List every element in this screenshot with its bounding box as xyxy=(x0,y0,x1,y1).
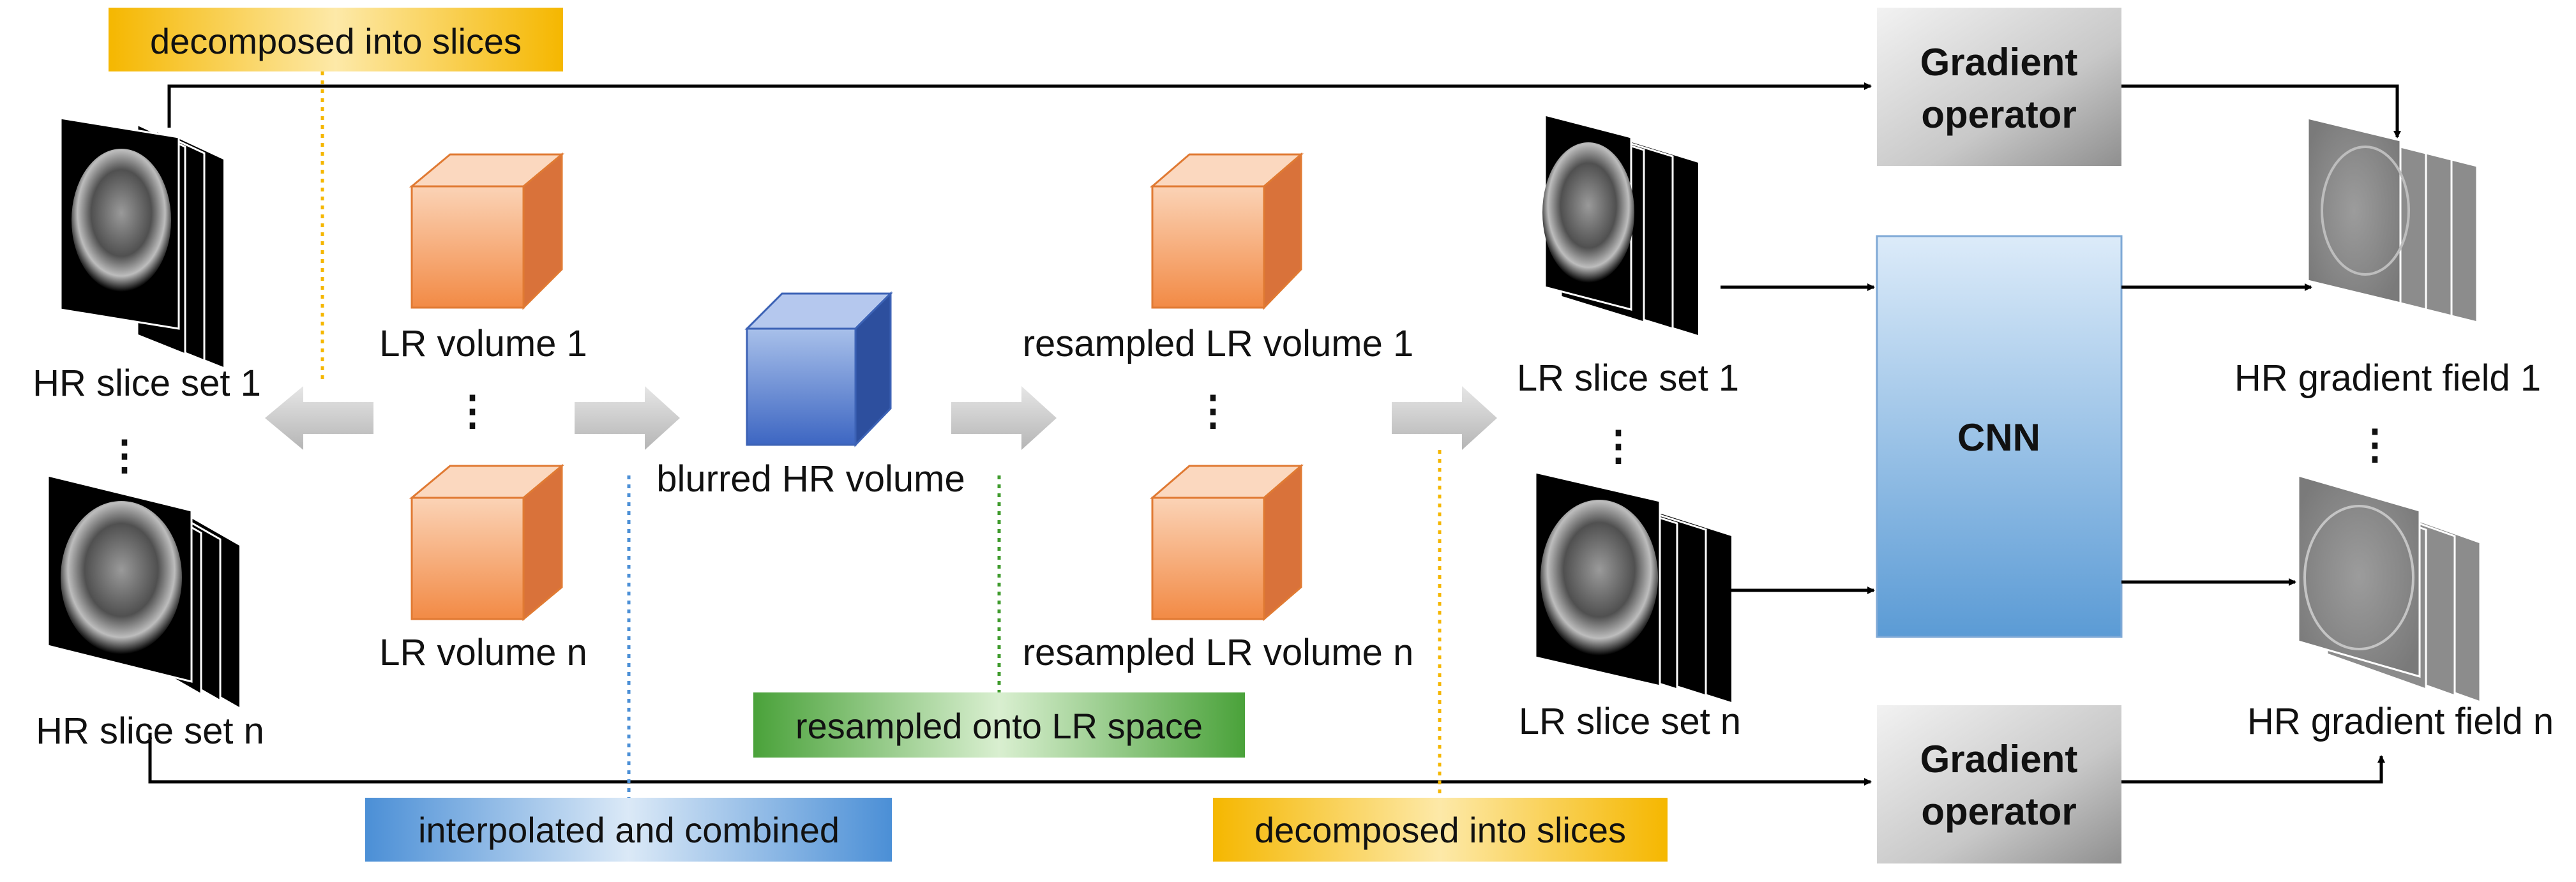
lr-slice-stack-1 xyxy=(1542,114,1698,335)
lr-volume-n-cube xyxy=(409,463,565,622)
callout-resample-text: resampled onto LR space xyxy=(795,706,1203,746)
ellipsis-resampled: ⋮ xyxy=(1193,387,1233,433)
lr-volume-1-cube xyxy=(409,152,565,310)
resampled-lr-volume-n-label: resampled LR volume n xyxy=(1023,632,1414,673)
brain-image xyxy=(72,149,171,292)
gradient-operator-top-line2: operator xyxy=(1921,93,2076,136)
gradient-operator-top-line1: Gradient xyxy=(1920,41,2078,84)
hr-gradient-field-stack-1 xyxy=(2307,117,2478,324)
block-arrow-right-3 xyxy=(1392,386,1497,450)
lr-slice-set-n-label: LR slice set n xyxy=(1519,701,1741,742)
hr-gradient-field-1-label: HR gradient field 1 xyxy=(2234,357,2541,399)
ellipsis-lr-slice: ⋮ xyxy=(1598,422,1639,468)
lr-volume-n-label: LR volume n xyxy=(379,632,587,673)
callout-decompose-bottom-text: decomposed into slices xyxy=(1254,810,1626,850)
blurred-hr-volume-label: blurred HR volume xyxy=(656,458,965,500)
block-arrow-right-1 xyxy=(575,386,680,450)
arrow-gradop-top-out xyxy=(2121,84,2401,138)
ellipsis-hr: ⋮ xyxy=(104,432,145,478)
hr-slice-stack-1 xyxy=(59,117,223,367)
lr-slice-stack-n xyxy=(1534,471,1731,702)
brain-image xyxy=(1540,500,1658,655)
ellipsis-hr-gradient: ⋮ xyxy=(2354,421,2395,467)
connector-top xyxy=(167,82,1872,128)
hr-gradient-field-n-label: HR gradient field n xyxy=(2247,701,2554,742)
callout-resample: resampled onto LR space xyxy=(753,475,1245,758)
hr-slice-set-n-label: HR slice set n xyxy=(36,710,264,752)
connector-bottom xyxy=(148,733,1872,786)
lr-volume-1-label: LR volume 1 xyxy=(379,323,587,364)
callout-decompose-top-text: decomposed into slices xyxy=(150,21,522,61)
resampled-lr-volume-1-cube xyxy=(1149,152,1304,310)
callout-interpolate-text: interpolated and combined xyxy=(418,810,840,850)
hr-slice-set-1-label: HR slice set 1 xyxy=(33,363,261,404)
gradient-operator-bottom-line2: operator xyxy=(1921,790,2076,833)
block-arrow-left xyxy=(265,386,373,450)
ellipsis-lr-volume: ⋮ xyxy=(452,387,493,433)
brain-image xyxy=(61,501,182,654)
block-arrow-right-2 xyxy=(951,386,1057,450)
callout-interpolate: interpolated and combined xyxy=(365,475,892,862)
gradient-brain-image xyxy=(2321,146,2410,276)
callout-decompose-top: decomposed into slices xyxy=(109,8,563,380)
resampled-lr-volume-1-label: resampled LR volume 1 xyxy=(1023,323,1414,364)
arrow-gradop-bottom-out xyxy=(2121,755,2385,784)
hr-gradient-field-stack-n xyxy=(2297,474,2482,704)
brain-image xyxy=(1542,142,1634,283)
gradient-operator-bottom-box: Gradient operator xyxy=(1877,705,2121,863)
hr-slice-stack-n xyxy=(47,474,239,707)
cnn-label: CNN xyxy=(1957,416,2040,459)
lr-slice-set-1-label: LR slice set 1 xyxy=(1517,357,1739,399)
gradient-operator-top-box: Gradient operator xyxy=(1877,8,2121,166)
gradient-brain-image xyxy=(2303,505,2414,650)
callout-decompose-bottom: decomposed into slices xyxy=(1213,450,1668,862)
blurred-hr-volume-cube xyxy=(744,291,893,447)
gradient-operator-bottom-line1: Gradient xyxy=(1920,738,2078,781)
resampled-lr-volume-n-cube xyxy=(1149,463,1304,622)
cnn-box: CNN xyxy=(1876,235,2123,638)
